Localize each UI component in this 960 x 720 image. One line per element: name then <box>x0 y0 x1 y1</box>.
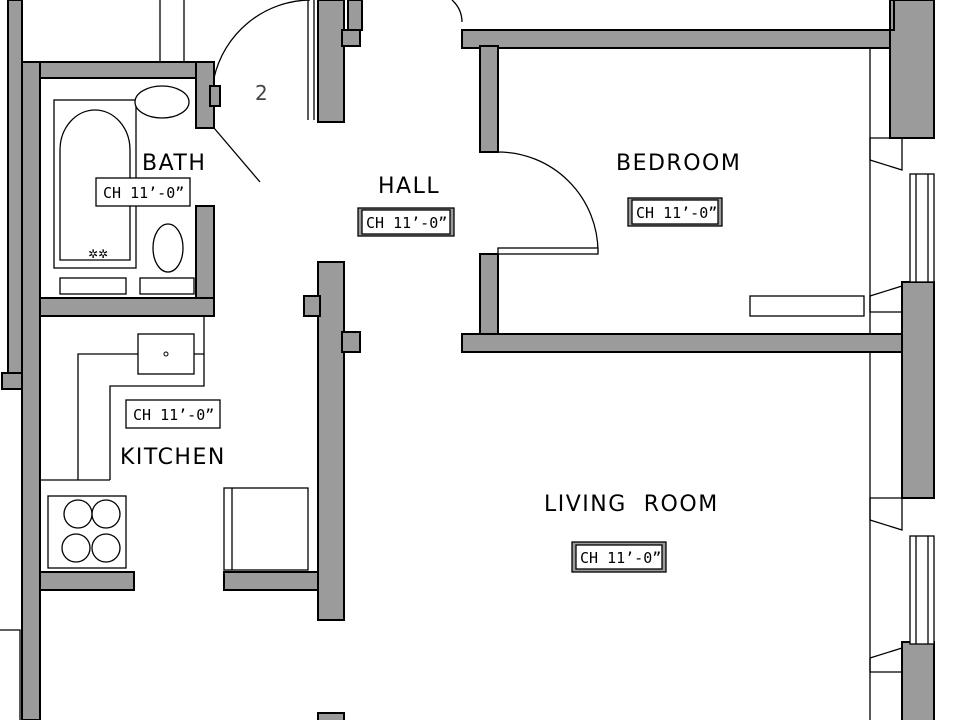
wall-bedroom-left-upper <box>479 45 499 153</box>
refrigerator <box>223 487 309 571</box>
wall-hall-upper-left <box>317 0 345 123</box>
bath-door-leaf <box>213 127 261 183</box>
bedroom-ceiling-height: CH 11’-0” <box>636 204 717 222</box>
bath-sink <box>134 85 190 119</box>
walls <box>1 0 935 720</box>
living-room-ceiling-height: CH 11’-0” <box>580 549 661 567</box>
bedroom-ceiling-box <box>631 199 719 225</box>
bath-label: BATH <box>142 151 206 176</box>
wall-bath-kitchen <box>39 297 215 317</box>
bedroom-radiator <box>749 295 865 317</box>
bath-door-arc <box>213 0 311 79</box>
room-labels: BATH CH 11’-0” HALL CH 11’-0” BEDROOM CH… <box>95 151 741 573</box>
kitchen-sink <box>137 333 195 375</box>
burner <box>61 533 91 563</box>
bedroom-window <box>909 173 935 283</box>
wall-left-exterior <box>7 0 23 376</box>
wall-top-left <box>21 61 215 79</box>
bath-towel-bar-left <box>59 277 127 295</box>
burner <box>63 499 93 529</box>
wall-bedroom-left-lower <box>479 253 499 335</box>
wall-bedroom-top <box>461 29 903 49</box>
wall-bath-door-jamb <box>209 85 221 107</box>
burner <box>91 533 121 563</box>
wall-top-right <box>889 0 895 31</box>
wall-right-exterior-mid <box>901 281 935 499</box>
toilet <box>152 223 184 273</box>
kitchen-fixtures <box>47 487 309 571</box>
wall-bath-left <box>21 61 41 720</box>
bath-ceiling-height: CH 11’-0” <box>103 184 184 202</box>
wall-hall-upper-stub <box>347 0 363 31</box>
wall-right-exterior-lower <box>901 641 935 720</box>
hall-ceiling-box <box>361 209 451 235</box>
hall-ceiling-height: CH 11’-0” <box>366 214 447 232</box>
bath-fixtures: ✲✲ <box>53 85 195 295</box>
living-window <box>909 535 935 645</box>
living-room-ceiling-box <box>575 544 663 570</box>
bath-ceiling-box <box>95 177 191 207</box>
hall-top-door-arc <box>451 0 463 23</box>
wall-hall-left <box>317 261 345 621</box>
svg-text:✲✲: ✲✲ <box>88 247 108 261</box>
wall-bedroom-living <box>461 333 935 353</box>
living-room-label: LIVING ROOM <box>544 492 719 517</box>
wall-hall-left-nub-a <box>303 295 321 317</box>
kitchen-ceiling-box <box>125 399 221 429</box>
bedroom-fixtures <box>0 137 935 720</box>
wall-hall-upper-nub <box>341 29 361 47</box>
wall-kitchen-bottom-left <box>39 571 135 591</box>
wall-hall-left-nub-b <box>341 331 361 353</box>
door-number: 2 <box>255 81 268 105</box>
hall-label: HALL <box>378 174 440 199</box>
bedroom-label: BEDROOM <box>616 151 741 176</box>
wall-right-exterior-upper <box>889 0 935 139</box>
bath-towel-bar-right <box>139 277 195 295</box>
wall-bottom-center <box>317 712 345 720</box>
burner <box>91 499 121 529</box>
bedroom-door-leaf <box>497 247 599 255</box>
kitchen-label: KITCHEN <box>120 445 226 470</box>
bedroom-door-arc <box>497 151 599 253</box>
kitchen-ceiling-height: CH 11’-0” <box>133 406 214 424</box>
